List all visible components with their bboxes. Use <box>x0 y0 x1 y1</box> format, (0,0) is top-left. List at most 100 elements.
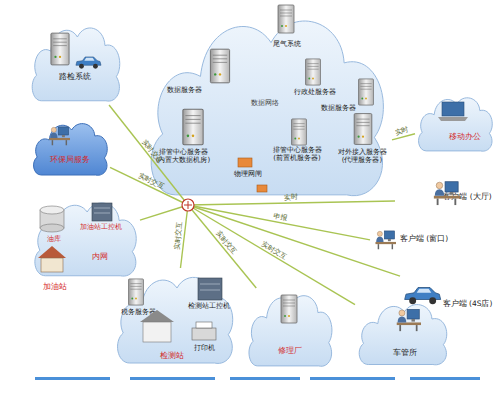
network-link <box>188 205 256 288</box>
network-link <box>392 134 415 140</box>
node-label: 油库 <box>39 235 69 243</box>
network-link <box>110 167 188 205</box>
site-cloud: 环保局服务 <box>30 118 110 178</box>
edge-label: 实时交互 <box>260 240 288 260</box>
device-box: 检测站工控机 <box>183 276 235 320</box>
cloud-shape <box>249 296 332 367</box>
client-box: 客户端 (大厅) <box>395 175 495 225</box>
footer-bar <box>35 377 480 380</box>
node-label: 路检系统 <box>50 72 100 81</box>
network-link <box>188 201 395 205</box>
staff-icon <box>434 182 460 205</box>
device-box: 油库 <box>35 205 73 250</box>
site-cloud: 修理厂 <box>245 288 335 370</box>
node-label: 行政处服务器 <box>292 88 338 96</box>
client-box: 客户端 (4S店) <box>400 262 495 322</box>
staff-icon <box>375 231 396 249</box>
server-box: 数据服务器 <box>318 78 378 118</box>
server-icon <box>51 33 69 65</box>
cloud-outline <box>245 288 335 370</box>
server-box: 对外接入服务器 (代理服务器) <box>332 112 392 184</box>
server-icon <box>292 119 307 145</box>
network-link <box>188 205 370 240</box>
router-icon <box>182 199 194 211</box>
cloud-outline <box>415 92 495 154</box>
device-box: 税务服务器 <box>118 278 158 318</box>
node-label: 车管所 <box>385 348 425 357</box>
car-icon <box>76 57 101 69</box>
client-box: 客户端 (窗口) <box>370 225 450 270</box>
cloud-outline <box>30 195 140 280</box>
server-box: 排管中心服务器 (内置大数据机房) <box>148 108 218 170</box>
device-box: 加油站工控机 <box>78 203 124 243</box>
node-label: 环保局服务 <box>40 156 100 165</box>
edge-label: 实时交互 <box>174 222 184 251</box>
car-icon <box>405 288 441 305</box>
edge-label: 实时 <box>395 127 410 137</box>
station-house-icon <box>38 246 66 272</box>
node-label: 物理网闸 <box>226 170 270 178</box>
server-icon <box>281 295 297 323</box>
oil-tank-icon <box>40 206 64 232</box>
network-link <box>109 105 188 205</box>
node-label: 移动办公 <box>445 132 485 141</box>
network-link <box>180 205 188 268</box>
node-label: 客户端 (大厅) <box>440 193 495 202</box>
node-label: 排管中心服务器 (前置机服务器) <box>262 146 332 162</box>
site-cloud: 检测站 税务服务器 检测站工控机打印机 <box>112 268 237 368</box>
laptop-icon <box>438 102 468 121</box>
station-house-icon <box>140 310 174 342</box>
node-label: 数据网络 <box>240 100 290 107</box>
gateway-icon <box>238 158 252 167</box>
cloud-shape <box>118 277 233 363</box>
edge-label: 实时交互 <box>214 230 237 256</box>
site-cloud: 移动办公 <box>415 92 495 154</box>
edge-label: 实时 <box>284 194 298 201</box>
gateway-icon <box>257 185 267 192</box>
network-link <box>188 205 400 276</box>
staff-icon <box>49 127 70 145</box>
node-label: 加油站工控机 <box>78 223 124 231</box>
gateway-box: 物理网闸 <box>226 158 270 188</box>
network-link <box>188 205 355 305</box>
node-label: 加油站 <box>30 283 80 292</box>
node-label: 打印机 <box>188 344 220 352</box>
node-label: 对外接入服务器 (代理服务器) <box>332 148 392 164</box>
site-cloud: 路检系统 <box>28 20 123 105</box>
cloud-outline <box>355 298 450 368</box>
node-label: 检测站 <box>147 352 197 361</box>
edge-label: 申报 <box>272 213 287 223</box>
server-icon <box>278 5 294 33</box>
server-box: 行政处服务器 <box>292 58 338 104</box>
network-link <box>140 205 188 220</box>
server-icon <box>359 79 374 105</box>
cloud-shape <box>359 305 447 365</box>
node-label: 数据服务器 <box>318 104 358 112</box>
cloud-shape <box>151 21 383 196</box>
cloud-outline <box>28 20 123 105</box>
printer-icon <box>192 322 216 340</box>
node-label: 税务服务器 <box>118 308 158 316</box>
node-label: 排管中心服务器 (内置大数据机房) <box>148 148 218 164</box>
server-icon <box>183 109 203 144</box>
site-cloud: 车管所 <box>355 298 450 368</box>
cloud-shape <box>35 203 136 276</box>
node-label: 尾气系统 <box>262 40 312 48</box>
server-icon <box>354 114 372 145</box>
node-label: 客户端 (窗口) <box>398 235 450 244</box>
cloud-outline <box>30 118 110 178</box>
server-icon <box>210 49 229 83</box>
node-label: 修理厂 <box>270 346 310 355</box>
site-cloud: 内网加油站加油站工控机油库 <box>30 195 140 280</box>
server-box: 排管中心服务器 (前置机服务器) <box>262 118 332 166</box>
node-label: 检测站工控机 <box>183 302 235 310</box>
server-box: 尾气系统 <box>262 4 312 56</box>
device-box: 打印机 <box>188 320 220 362</box>
server-icon <box>306 59 321 85</box>
node-label: 内网 <box>85 253 115 262</box>
cloud-shape <box>32 28 120 101</box>
cloud-shape <box>34 124 108 176</box>
rack-icon <box>198 278 222 300</box>
